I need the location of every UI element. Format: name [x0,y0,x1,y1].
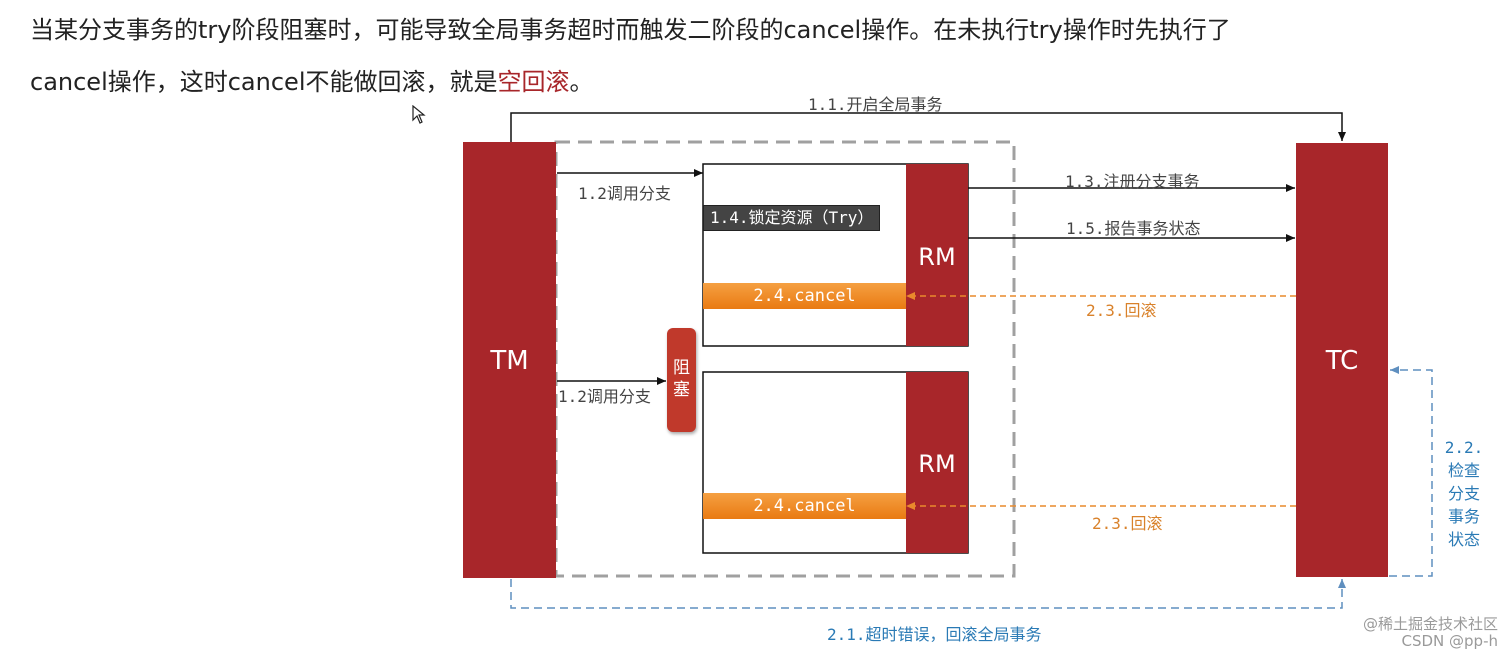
intro-highlight: 空回滚 [497,68,570,96]
rm1-block [906,164,968,346]
blocked-badge: 阻塞 [667,328,696,432]
rm2-block [906,372,968,553]
cancel-1: 2.4.cancel [703,283,906,309]
tm-block [463,142,556,578]
intro-line-2-post: 。 [569,68,594,96]
label-2-2-line-2: 检查 [1447,461,1480,480]
blocked-label: 阻塞 [673,358,690,400]
intro-line-2: cancel操作，这时cancel不能做回滚，就是空回滚。 [30,56,1490,108]
arrow-2-1 [510,579,1346,609]
label-2-1: 2.1.超时错误，回滚全局事务 [827,625,1042,644]
rm1-label: RM [918,243,956,271]
watermark-csdn: CSDN @pp-h [1401,632,1499,650]
intro-paragraph: 当某分支事务的try阶段阻塞时，可能导致全局事务超时而触发二阶段的cancel操… [30,4,1490,108]
label-2-2-line-3: 分支 [1447,484,1480,503]
intro-line-2-pre: cancel操作，这时cancel不能做回滚，就是 [30,68,498,96]
arrow-2-2 [1389,366,1433,577]
mouse-cursor-icon [412,105,426,124]
tc-block [1296,143,1388,577]
label-1-3: 1.3.注册分支事务 [1065,172,1200,191]
label-2-3b: 2.3.回滚 [1092,514,1163,533]
rm2-label: RM [918,450,956,478]
label-2-2-line-1: 2.2. [1444,438,1484,457]
cancel-2: 2.4.cancel [703,493,906,519]
arrow-1-1 [510,112,1346,142]
label-1-2b: 1.2调用分支 [558,387,651,406]
label-2-3a: 2.3.回滚 [1086,301,1157,320]
label-1-2a: 1.2调用分支 [578,184,671,203]
tc-label: TC [1325,346,1359,376]
label-2-2-line-5: 状态 [1447,530,1480,549]
try-lock-resource: 1.4.锁定资源（Try） [703,205,881,231]
label-1-1: 1.1.开启全局事务 [808,95,943,114]
label-1-5: 1.5.报告事务状态 [1066,219,1201,238]
tm-label: TM [490,346,529,376]
intro-line-1: 当某分支事务的try阶段阻塞时，可能导致全局事务超时而触发二阶段的cancel操… [30,16,1231,44]
label-2-2-line-4: 事务 [1447,507,1480,526]
watermark-juejin: @稀土掘金技术社区 [1362,615,1498,633]
label-2-2: 2.2. 检查 分支 事务 状态 [1429,436,1499,551]
